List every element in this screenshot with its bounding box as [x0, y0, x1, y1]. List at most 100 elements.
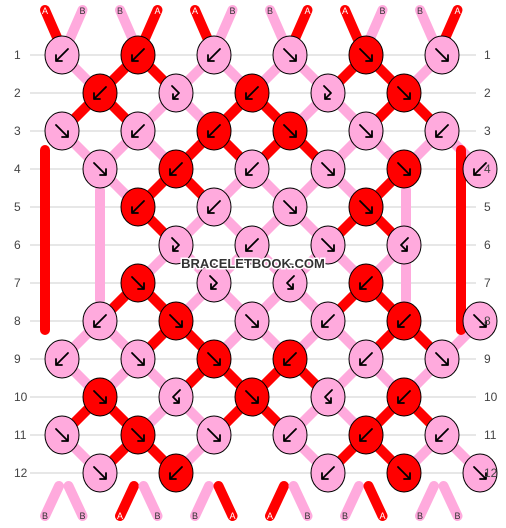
knot[interactable] — [44, 35, 80, 75]
knot-nodes — [44, 35, 498, 493]
knot[interactable] — [120, 263, 156, 303]
knot[interactable] — [234, 73, 270, 113]
knot[interactable] — [462, 149, 498, 189]
knot[interactable] — [386, 149, 422, 189]
knot[interactable] — [386, 377, 422, 417]
knot[interactable] — [310, 149, 346, 189]
knot[interactable] — [386, 73, 422, 113]
knot-arrow-icon — [207, 352, 221, 366]
knot[interactable] — [272, 35, 308, 75]
knot[interactable] — [82, 73, 118, 113]
knot[interactable] — [196, 35, 232, 75]
knot[interactable] — [158, 377, 194, 417]
strand-label-top: A — [42, 6, 48, 16]
knot-arrow-icon — [169, 314, 183, 328]
knot[interactable] — [234, 301, 270, 341]
knot-arrow-icon — [321, 314, 335, 328]
knot[interactable] — [462, 301, 498, 341]
knot-arrow-icon — [169, 466, 183, 480]
knot[interactable] — [386, 301, 422, 341]
strand-segment — [190, 5, 214, 47]
row-number-right: 7 — [484, 276, 491, 290]
knot[interactable] — [424, 339, 460, 379]
knot[interactable] — [196, 415, 232, 455]
knot[interactable] — [348, 415, 384, 455]
strand-label-top: A — [192, 6, 198, 16]
strand-segment — [340, 481, 364, 521]
row-number-left: 11 — [14, 428, 27, 442]
knot[interactable] — [120, 35, 156, 75]
knot[interactable] — [196, 263, 232, 303]
knot[interactable] — [44, 111, 80, 151]
knot[interactable] — [348, 263, 384, 303]
knot[interactable] — [120, 111, 156, 151]
knot-arrow-icon — [283, 200, 297, 214]
knot[interactable] — [348, 35, 384, 75]
knot-oval — [272, 263, 308, 303]
knot[interactable] — [386, 225, 422, 265]
row-number-right: 11 — [484, 428, 497, 442]
knot[interactable] — [158, 225, 194, 265]
knot[interactable] — [120, 187, 156, 227]
knot[interactable] — [196, 339, 232, 379]
knot[interactable] — [348, 339, 384, 379]
knot[interactable] — [424, 35, 460, 75]
knot-arrow-icon — [359, 428, 373, 442]
knot[interactable] — [234, 377, 270, 417]
strand-label-top: A — [342, 6, 348, 16]
knot[interactable] — [310, 301, 346, 341]
knot[interactable] — [272, 415, 308, 455]
knot-arrow-icon — [359, 352, 373, 366]
knot-arrow-icon — [359, 200, 373, 214]
knot-arrow-icon — [245, 86, 259, 100]
knot[interactable] — [310, 377, 346, 417]
knot-arrow-icon — [171, 85, 180, 100]
knot[interactable] — [310, 73, 346, 113]
knot[interactable] — [386, 453, 422, 493]
row-number-left: 5 — [14, 200, 21, 214]
knot[interactable] — [348, 187, 384, 227]
knot[interactable] — [272, 187, 308, 227]
knot[interactable] — [272, 339, 308, 379]
knot-arrow-icon — [359, 124, 373, 138]
strand-segment — [138, 481, 163, 521]
knot[interactable] — [348, 111, 384, 151]
strand-label-bottom: B — [79, 511, 85, 521]
strand-segment — [438, 481, 463, 521]
strand-label-top: A — [304, 6, 310, 16]
strand-label-top: B — [79, 6, 85, 16]
knot-arrow-icon — [55, 124, 69, 138]
knot-arrow-icon — [321, 238, 335, 252]
knot[interactable] — [272, 263, 308, 303]
knot[interactable] — [120, 415, 156, 455]
knot[interactable] — [44, 339, 80, 379]
row-number-right: 3 — [484, 124, 491, 138]
knot[interactable] — [196, 187, 232, 227]
knot-arrow-icon — [435, 48, 449, 62]
knot[interactable] — [82, 377, 118, 417]
knot-arrow-icon — [55, 428, 69, 442]
knot[interactable] — [310, 453, 346, 493]
knot[interactable] — [82, 301, 118, 341]
knot[interactable] — [424, 415, 460, 455]
knot-arrow-icon — [321, 466, 335, 480]
knot[interactable] — [310, 225, 346, 265]
knot-oval — [386, 225, 422, 265]
knot[interactable] — [158, 301, 194, 341]
knot[interactable] — [120, 339, 156, 379]
knot[interactable] — [272, 111, 308, 151]
knot[interactable] — [82, 149, 118, 189]
knot[interactable] — [44, 415, 80, 455]
knot-arrow-icon — [283, 124, 297, 138]
knot[interactable] — [234, 225, 270, 265]
knot[interactable] — [158, 149, 194, 189]
knot[interactable] — [234, 149, 270, 189]
knot[interactable] — [158, 453, 194, 493]
knot-arrow-icon — [473, 314, 487, 328]
knot[interactable] — [158, 73, 194, 113]
knot-arrow-icon — [435, 124, 449, 138]
knot[interactable] — [462, 453, 498, 493]
knot[interactable] — [82, 453, 118, 493]
knot[interactable] — [196, 111, 232, 151]
knot[interactable] — [424, 111, 460, 151]
